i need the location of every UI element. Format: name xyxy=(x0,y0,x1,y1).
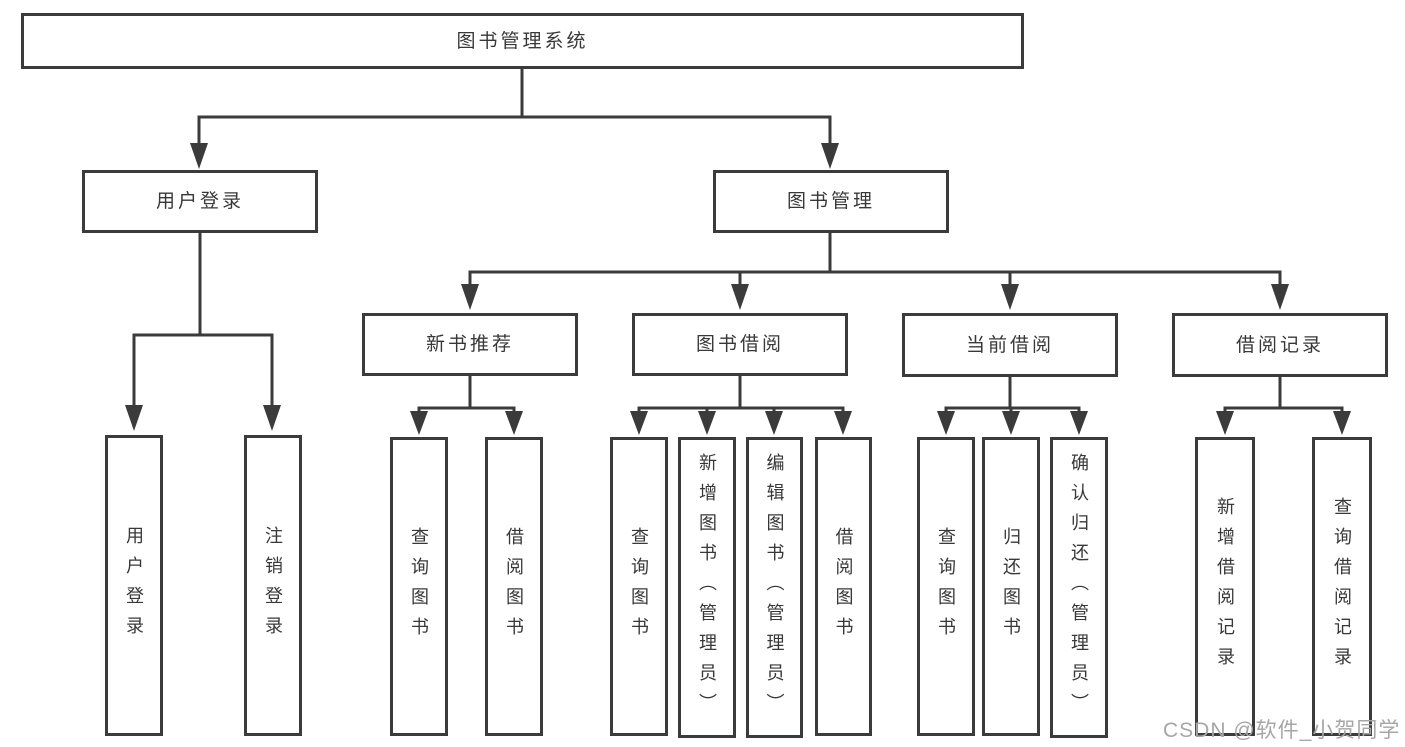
node-book-management-label: 图书管理 xyxy=(786,191,875,212)
node-current-borrow: 当前借阅 xyxy=(902,313,1118,377)
arrowhead-icon xyxy=(630,411,648,435)
leaf-logout: 注销登录 xyxy=(244,435,302,736)
leaf-query-borrow-record: 查询借阅记录 xyxy=(1312,437,1372,736)
connector-book-borrow xyxy=(630,376,852,435)
connector-current-borrow xyxy=(937,377,1088,435)
leaf-borrow-books-borrow-label: 借阅图书 xyxy=(833,526,854,647)
connector-borrow-records xyxy=(1216,377,1351,435)
leaf-confirm-return-admin: 确认归还（管理员） xyxy=(1050,437,1108,738)
connector-book-management xyxy=(461,233,1289,310)
node-user-login: 用户登录 xyxy=(82,170,318,233)
arrowhead-icon xyxy=(263,405,281,431)
leaf-add-book-admin: 新增图书（管理员） xyxy=(678,437,736,738)
connector-root xyxy=(190,69,839,169)
node-book-borrow-label: 图书借阅 xyxy=(695,334,784,355)
connector-new-book-recommend xyxy=(410,376,523,435)
leaf-add-book-admin-label: 新增图书（管理员） xyxy=(697,452,717,723)
arrowhead-icon xyxy=(937,411,955,435)
leaf-query-books-borrow-label: 查询图书 xyxy=(629,526,649,647)
node-book-borrow: 图书借阅 xyxy=(632,313,848,376)
node-user-login-label: 用户登录 xyxy=(155,191,244,212)
arrowhead-icon xyxy=(190,143,208,169)
arrowhead-icon xyxy=(1002,411,1020,435)
node-borrow-records: 借阅记录 xyxy=(1172,313,1388,377)
node-root: 图书管理系统 xyxy=(21,13,1024,69)
leaf-confirm-return-admin-label: 确认归还（管理员） xyxy=(1069,452,1089,723)
arrowhead-icon xyxy=(461,284,479,310)
arrowhead-icon xyxy=(698,411,716,435)
leaf-user-login-label: 用户登录 xyxy=(124,525,144,646)
arrowhead-icon xyxy=(821,143,839,169)
leaf-edit-book-admin-label: 编辑图书（管理员） xyxy=(764,452,785,723)
node-book-management: 图书管理 xyxy=(713,170,949,233)
csdn-watermark: CSDN @软件_小贺同学 xyxy=(1163,719,1401,742)
leaf-query-borrow-record-label: 查询借阅记录 xyxy=(1332,496,1352,677)
arrowhead-icon xyxy=(731,284,749,310)
arrowhead-icon xyxy=(1070,411,1088,435)
leaf-query-books-recommend-label: 查询图书 xyxy=(409,526,429,647)
arrowhead-icon xyxy=(834,411,852,435)
node-borrow-records-label: 借阅记录 xyxy=(1235,334,1324,356)
leaf-borrow-books-borrow: 借阅图书 xyxy=(815,437,872,736)
leaf-user-login: 用户登录 xyxy=(105,435,163,736)
leaf-logout-label: 注销登录 xyxy=(263,525,283,646)
leaf-query-books-borrow: 查询图书 xyxy=(610,437,668,736)
node-new-book-recommend: 新书推荐 xyxy=(362,313,578,376)
node-new-book-recommend-label: 新书推荐 xyxy=(425,334,514,355)
arrowhead-icon xyxy=(1333,411,1351,435)
node-root-label: 图书管理系统 xyxy=(456,30,589,52)
leaf-borrow-books-recommend-label: 借阅图书 xyxy=(504,526,524,647)
node-current-borrow-label: 当前借阅 xyxy=(965,334,1054,356)
arrowhead-icon xyxy=(505,411,523,435)
leaf-add-borrow-record: 新增借阅记录 xyxy=(1195,437,1255,736)
connector-user-login xyxy=(125,233,281,431)
leaf-return-book: 归还图书 xyxy=(982,437,1040,736)
leaf-query-books-current-label: 查询图书 xyxy=(936,526,956,647)
arrowhead-icon xyxy=(1001,284,1019,310)
leaf-return-book-label: 归还图书 xyxy=(1001,526,1021,647)
arrowhead-icon xyxy=(765,411,783,435)
leaf-borrow-books-recommend: 借阅图书 xyxy=(485,437,543,736)
arrowhead-icon xyxy=(125,405,143,431)
arrowhead-icon xyxy=(1216,411,1234,435)
leaf-edit-book-admin: 编辑图书（管理员） xyxy=(746,437,803,738)
arrowhead-icon xyxy=(410,411,428,435)
leaf-add-borrow-record-label: 新增借阅记录 xyxy=(1215,496,1235,677)
leaf-query-books-current: 查询图书 xyxy=(917,437,975,736)
arrowhead-icon xyxy=(1271,284,1289,310)
leaf-query-books-recommend: 查询图书 xyxy=(390,437,448,736)
